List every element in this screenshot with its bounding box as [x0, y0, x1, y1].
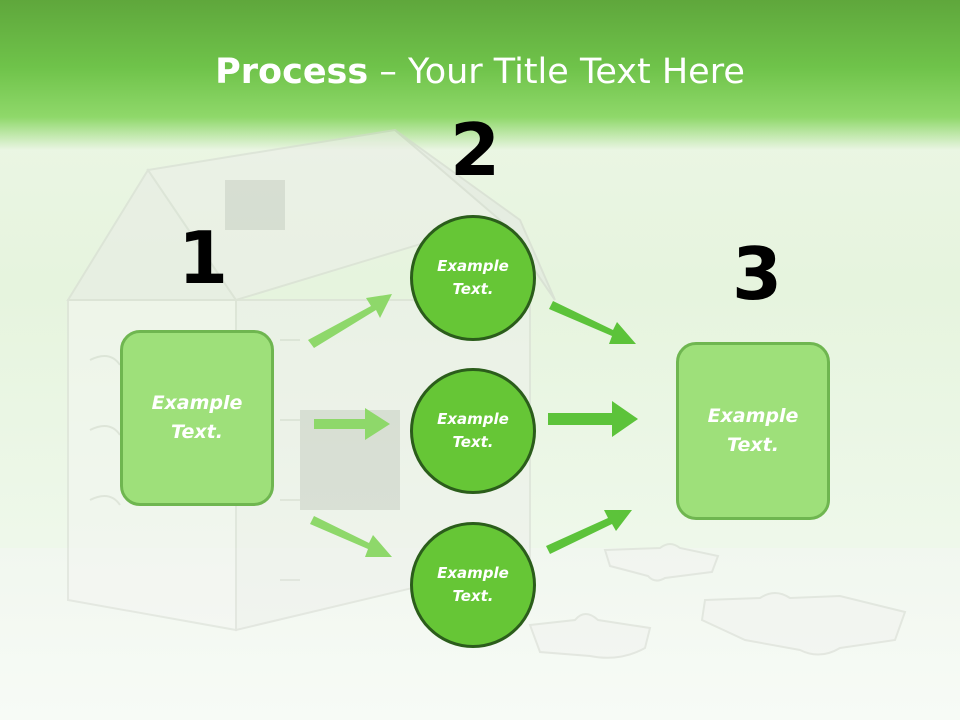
step-1-box: Example Text.: [120, 330, 274, 506]
arrow-1-to-2-top: [308, 294, 392, 348]
arrow-2-to-3-bottom: [546, 510, 632, 554]
page-title-rest: – Your Title Text Here: [368, 52, 745, 92]
step-1-label: Example Text.: [151, 392, 243, 443]
step-2-circle-middle: Example Text.: [410, 368, 536, 494]
step-2-circle-middle-label: Example Text.: [437, 410, 509, 451]
arrow-1-to-2-bottom: [310, 516, 392, 557]
step-2-circle-bottom: Example Text.: [410, 522, 536, 648]
arrow-2-to-3-top: [549, 301, 636, 344]
step-3-number: 3: [732, 232, 783, 316]
step-2-number: 2: [450, 108, 501, 192]
step-2-circle-top: Example Text.: [410, 215, 536, 341]
page-title-bold: Process: [215, 52, 369, 92]
title-bar: [0, 0, 960, 150]
page-title: Process – Your Title Text Here: [0, 52, 960, 92]
arrow-2-to-3-middle: [548, 401, 638, 437]
step-3-box: Example Text.: [676, 342, 830, 520]
step-2-circle-top-label: Example Text.: [437, 257, 509, 298]
step-1-number: 1: [178, 216, 229, 300]
arrow-1-to-2-middle: [314, 408, 390, 440]
step-2-circle-bottom-label: Example Text.: [437, 564, 509, 605]
step-3-label: Example Text.: [707, 405, 799, 456]
